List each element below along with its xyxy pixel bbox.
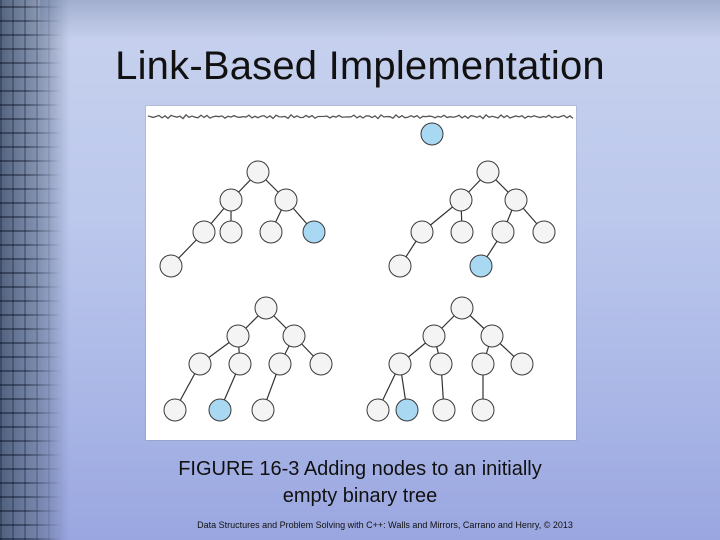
- tree-1-node: [192, 220, 216, 244]
- tree-1-node: [219, 220, 243, 244]
- tree-2-node: [532, 220, 556, 244]
- figure-scan-edge: [147, 113, 574, 120]
- figure-panel: [146, 106, 576, 440]
- tree-3-node: [282, 324, 306, 348]
- tree-4-node: [388, 352, 412, 376]
- caption-line-2: empty binary tree: [282, 485, 438, 507]
- tree-1-new-node: [302, 220, 326, 244]
- tree-2-node: [491, 220, 515, 244]
- tree-4-node: [480, 324, 504, 348]
- tree-2-node: [476, 160, 500, 184]
- tree-3-node: [188, 352, 212, 376]
- tree-4-node: [422, 324, 446, 348]
- tree-1-node: [274, 188, 298, 212]
- binary-tree-figure: [147, 113, 574, 422]
- tree-3-node: [228, 352, 252, 376]
- tree-4-node: [432, 398, 456, 422]
- tree-4-node: [471, 398, 495, 422]
- tree-3-node: [226, 324, 250, 348]
- figure-caption: FIGURE 16-3 Adding nodes to an initially…: [120, 456, 600, 510]
- tree-4-node: [450, 296, 474, 320]
- tree-2-new-node: [469, 254, 493, 278]
- caption-line-1: FIGURE 16-3 Adding nodes to an initially: [178, 458, 542, 480]
- tree-1-node: [219, 188, 243, 212]
- tree-3-node: [163, 398, 187, 422]
- slide-title: Link-Based Implementation: [115, 44, 605, 88]
- background-photo-strip: [0, 0, 62, 540]
- slide-footer: Data Structures and Problem Solving with…: [197, 520, 573, 530]
- tree-1-node: [246, 160, 270, 184]
- tree-3-node: [309, 352, 333, 376]
- scan-border-line: [147, 113, 574, 120]
- tree-nodes: [159, 122, 556, 422]
- tree-4-node: [429, 352, 453, 376]
- tree-2-node: [449, 188, 473, 212]
- tree-3-node: [254, 296, 278, 320]
- tree-3-node: [251, 398, 275, 422]
- tree-4-new-node: [395, 398, 419, 422]
- tree-3-new-node: [208, 398, 232, 422]
- tree-1-node: [259, 220, 283, 244]
- tree-2-node: [450, 220, 474, 244]
- tree-4-node: [510, 352, 534, 376]
- first-root-node: [420, 122, 444, 146]
- tree-2-node: [388, 254, 412, 278]
- tree-2-node: [410, 220, 434, 244]
- background-top-shade: [40, 0, 720, 40]
- tree-4-node: [366, 398, 390, 422]
- tree-3-node: [268, 352, 292, 376]
- tree-4-node: [471, 352, 495, 376]
- tree-1-node: [159, 254, 183, 278]
- tree-2-node: [504, 188, 528, 212]
